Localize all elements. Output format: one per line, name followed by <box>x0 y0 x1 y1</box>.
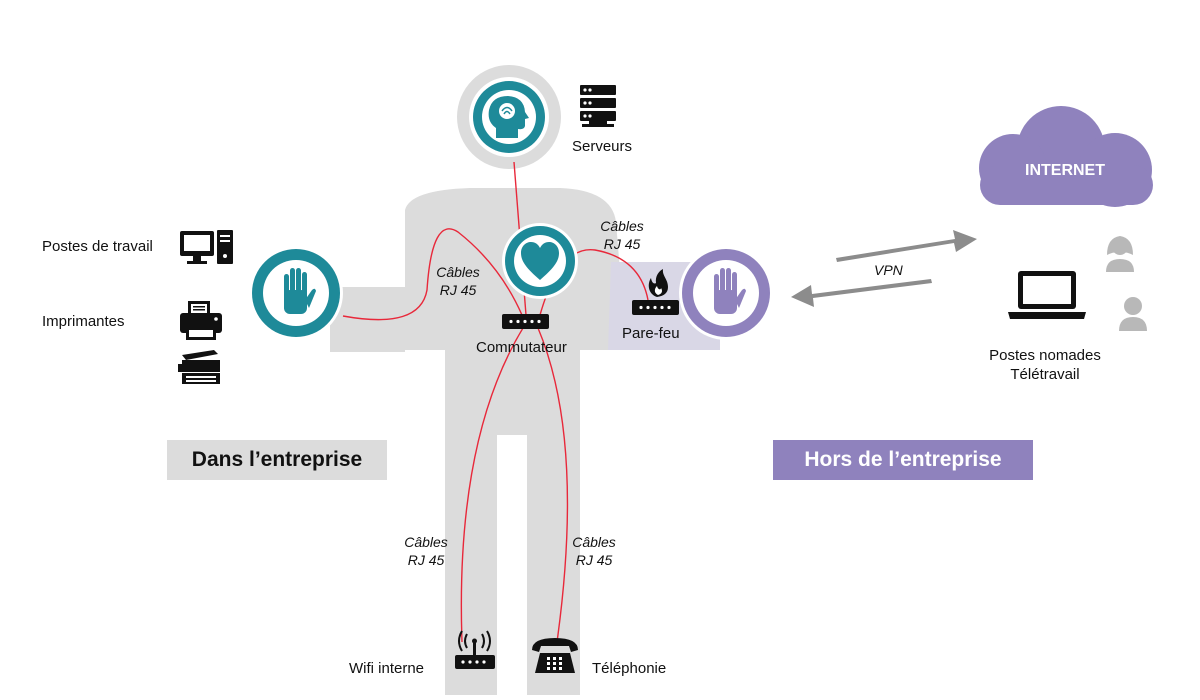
nomads-label: Postes nomades Télétravail <box>980 346 1110 384</box>
internet-label: INTERNET <box>1025 162 1105 179</box>
cable-switch-phone <box>537 327 569 643</box>
vpn-arrows <box>791 230 977 307</box>
zone-inside-banner: Dans l’entreprise <box>167 440 387 480</box>
cable-label-line-1: Câbles <box>572 534 616 550</box>
user-male-icon <box>1119 297 1147 331</box>
torso <box>405 188 622 695</box>
cable-label-line-2: RJ 45 <box>575 552 613 568</box>
user-female-icon <box>1106 236 1134 272</box>
cable-label-left: Câbles RJ 45 <box>425 263 491 299</box>
arrow-outbound <box>836 230 977 262</box>
cable-switch-wifi <box>460 327 524 643</box>
servers-label: Serveurs <box>572 138 633 155</box>
cable-label-line-1: Câbles <box>600 218 644 234</box>
zone-outside-banner: Hors de l’entreprise <box>773 440 1033 480</box>
left-hand-node <box>249 246 343 340</box>
cable-label-line-1: Câbles <box>436 264 480 280</box>
body-silhouette <box>330 65 720 695</box>
cable-label-right: Câbles RJ 45 <box>589 217 655 253</box>
arrow-inbound <box>791 279 932 307</box>
heart-node <box>502 223 578 299</box>
printers-label: Imprimantes <box>42 313 125 330</box>
cable-label-line-2: RJ 45 <box>407 552 445 568</box>
wifi-label: Wifi interne <box>349 660 425 677</box>
cable-left-hand-switch <box>342 228 523 321</box>
cloud-icon <box>979 106 1153 207</box>
nomads-line-1: Postes nomades <box>989 347 1101 364</box>
cable-label-line-2: RJ 45 <box>439 282 477 298</box>
network-switch-icon <box>502 314 549 329</box>
brain-head-icon <box>488 96 529 138</box>
laptop-icon <box>1008 271 1086 319</box>
vpn-label: VPN <box>874 262 903 278</box>
printer-icon <box>180 301 222 340</box>
phone-label: Téléphonie <box>592 660 667 677</box>
firewall-label: Pare-feu <box>622 325 680 342</box>
desktop-computer-icon <box>180 230 233 264</box>
wifi-router-icon <box>455 630 495 669</box>
head-node <box>469 77 549 157</box>
cable-label-line-2: RJ 45 <box>603 236 641 252</box>
heart-icon <box>521 242 559 280</box>
workstations-label: Postes de travail <box>42 238 153 255</box>
firewall-icon <box>632 269 679 315</box>
hand-icon <box>284 268 316 314</box>
right-hand-node <box>679 246 773 340</box>
switch-label: Commutateur <box>476 339 567 356</box>
cable-label-bottom-left: Câbles RJ 45 <box>393 533 459 569</box>
hand-icon <box>714 268 746 314</box>
telephone-icon <box>532 638 578 673</box>
server-rack-icon <box>580 85 616 127</box>
nomads-line-2: Télétravail <box>1010 366 1080 383</box>
cable-label-line-1: Câbles <box>404 534 448 550</box>
copier-icon <box>178 350 220 384</box>
cable-label-bottom-right: Câbles RJ 45 <box>561 533 627 569</box>
